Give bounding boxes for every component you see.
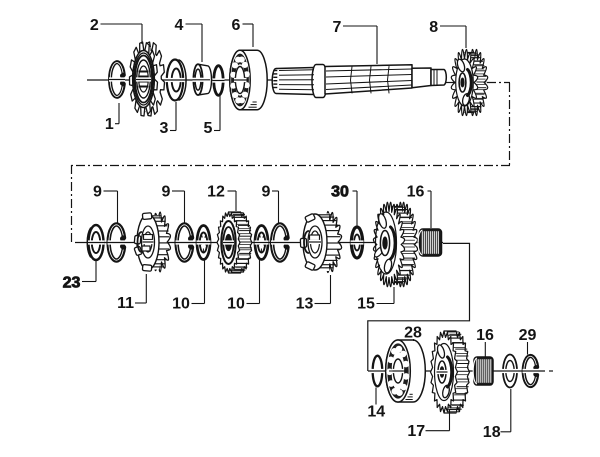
svg-text:18: 18 — [483, 424, 501, 441]
svg-text:3: 3 — [160, 120, 169, 137]
svg-text:11: 11 — [117, 295, 134, 312]
svg-text:29: 29 — [519, 327, 537, 344]
svg-text:10: 10 — [227, 296, 245, 313]
svg-text:9: 9 — [93, 184, 102, 201]
svg-text:5: 5 — [204, 120, 213, 137]
svg-text:13: 13 — [296, 296, 314, 313]
svg-text:7: 7 — [333, 19, 342, 36]
svg-text:14: 14 — [367, 404, 385, 421]
svg-text:17: 17 — [407, 423, 425, 440]
svg-text:30: 30 — [331, 184, 349, 201]
svg-text:28: 28 — [404, 325, 422, 342]
svg-text:1: 1 — [105, 116, 114, 133]
svg-text:16: 16 — [476, 327, 494, 344]
svg-text:6: 6 — [232, 17, 241, 34]
svg-text:4: 4 — [175, 17, 184, 34]
svg-text:9: 9 — [262, 184, 271, 201]
svg-text:23: 23 — [63, 275, 81, 292]
svg-text:12: 12 — [207, 184, 225, 201]
svg-text:10: 10 — [172, 296, 190, 313]
svg-text:9: 9 — [162, 184, 171, 201]
svg-text:2: 2 — [90, 17, 99, 34]
svg-text:15: 15 — [357, 296, 375, 313]
svg-text:8: 8 — [429, 19, 438, 36]
svg-text:16: 16 — [407, 184, 425, 201]
